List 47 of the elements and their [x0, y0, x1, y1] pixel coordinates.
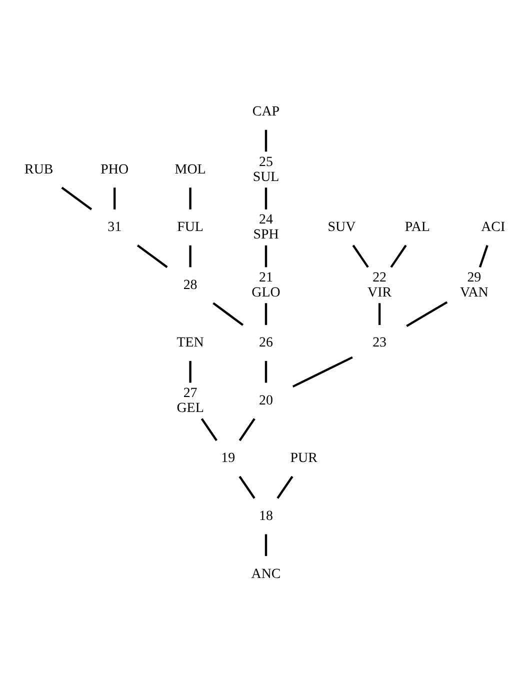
- node-text: 31: [108, 220, 122, 236]
- connector: [136, 244, 168, 268]
- node-text: 19: [221, 451, 236, 466]
- node-text: 23: [372, 336, 387, 351]
- node-text: TEN: [176, 336, 204, 351]
- connector: [212, 302, 244, 326]
- connector: [61, 186, 92, 210]
- node-text: ACI: [481, 220, 506, 236]
- node-text: 18: [259, 509, 273, 524]
- connector: [264, 303, 268, 325]
- node-text: FUL: [177, 220, 204, 236]
- connector: [189, 188, 192, 210]
- connector: [238, 476, 256, 499]
- node-text: ANC: [251, 566, 281, 582]
- connector: [200, 418, 218, 442]
- connector: [352, 244, 369, 268]
- connector: [264, 188, 268, 210]
- node-text: 24 SPH: [253, 212, 279, 243]
- node-text: CAP: [252, 104, 280, 120]
- node-text: 28: [183, 278, 198, 293]
- node-text: PUR: [290, 451, 318, 466]
- connector: [292, 356, 353, 388]
- node-text: PHO: [100, 162, 129, 178]
- node-text: 21 GLO: [252, 270, 280, 300]
- node-text: 20: [259, 393, 273, 408]
- connector: [478, 245, 488, 268]
- connector: [238, 418, 256, 442]
- connector: [264, 360, 268, 383]
- connector: [264, 245, 268, 268]
- connector: [114, 188, 116, 210]
- connector: [406, 301, 448, 327]
- node-text: SUV: [328, 220, 356, 236]
- connector: [189, 360, 192, 383]
- node-text: RUB: [24, 162, 54, 178]
- node-text: 22 VIR: [368, 270, 392, 300]
- node-text: PAL: [404, 220, 430, 236]
- node-text: 27 GEL: [176, 386, 204, 416]
- node-text: 25 SUL: [252, 154, 280, 185]
- connector: [264, 130, 268, 152]
- node-text: 29 VAN: [460, 270, 488, 300]
- node-text: 26: [259, 336, 273, 351]
- connector: [264, 534, 268, 556]
- connector: [276, 476, 294, 499]
- connector: [189, 245, 192, 268]
- connector: [378, 303, 381, 325]
- node-text: MOL: [174, 162, 206, 178]
- connector: [390, 244, 407, 268]
